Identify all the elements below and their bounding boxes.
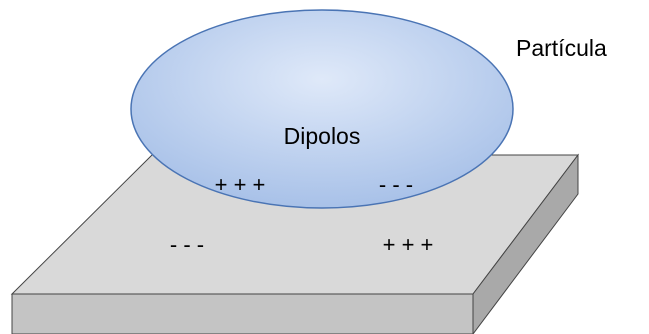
- plate-side-face: [472, 153, 579, 334]
- plate-negative-charges: - - -: [170, 232, 204, 257]
- plate-positive-charges: + + +: [383, 232, 434, 257]
- ellipse-positive-charges: + + +: [215, 172, 266, 197]
- dipoles-label: Dipolos: [284, 123, 361, 149]
- plate-front-face: [11, 293, 474, 334]
- surface-plate: [10, 153, 580, 334]
- ellipse-negative-charges: - - -: [379, 172, 413, 197]
- particle-label: Partícula: [516, 35, 607, 61]
- particle-ellipse: [130, 9, 514, 209]
